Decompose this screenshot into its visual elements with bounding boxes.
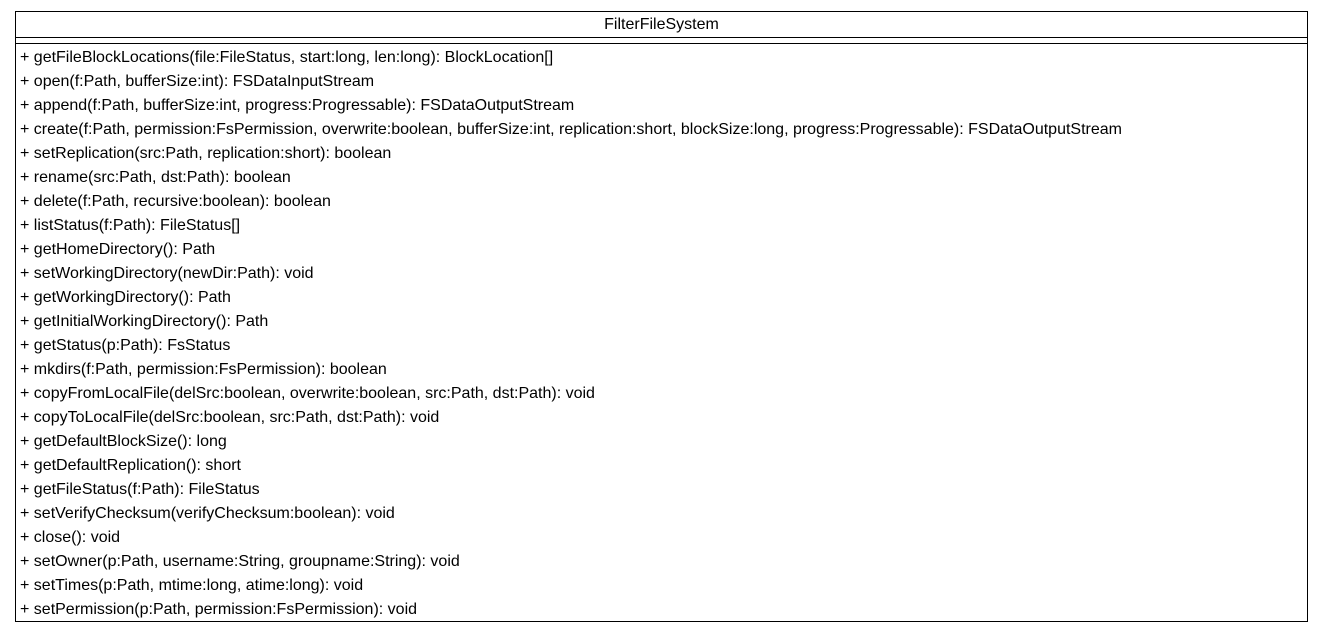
operation-row: + setOwner(p:Path, username:String, grou… <box>20 553 460 570</box>
operation-row: + getDefaultReplication(): short <box>20 457 241 474</box>
uml-class-box: FilterFileSystem + getFileBlockLocations… <box>15 11 1308 622</box>
operation-row: + listStatus(f:Path): FileStatus[] <box>20 217 241 234</box>
operation-row: + getHomeDirectory(): Path <box>20 241 216 258</box>
operation-row: + append(f:Path, bufferSize:int, progres… <box>20 97 575 114</box>
operation-row: + getFileStatus(f:Path): FileStatus <box>20 481 260 498</box>
operation-row: + rename(src:Path, dst:Path): boolean <box>20 169 291 186</box>
operation-row: + close(): void <box>20 529 121 546</box>
attributes-compartment <box>16 38 1307 44</box>
operation-row: + setWorkingDirectory(newDir:Path): void <box>20 265 314 282</box>
operation-row: + setVerifyChecksum(verifyChecksum:boole… <box>20 505 395 522</box>
operation-row: + copyToLocalFile(delSrc:boolean, src:Pa… <box>20 409 440 426</box>
operation-row: + getStatus(p:Path): FsStatus <box>20 337 231 354</box>
operation-row: + getWorkingDirectory(): Path <box>20 289 231 306</box>
operations-compartment: + getFileBlockLocations(file:FileStatus,… <box>16 44 1307 622</box>
operation-row: + create(f:Path, permission:FsPermission… <box>20 121 1122 138</box>
operation-row: + setPermission(p:Path, permission:FsPer… <box>20 601 418 618</box>
operation-row: + setReplication(src:Path, replication:s… <box>20 145 392 162</box>
operation-row: + delete(f:Path, recursive:boolean): boo… <box>20 193 331 210</box>
operation-row: + open(f:Path, bufferSize:int): FSDataIn… <box>20 73 375 90</box>
operation-row: + getDefaultBlockSize(): long <box>20 433 227 450</box>
class-name: FilterFileSystem <box>16 12 1307 38</box>
operation-row: + getFileBlockLocations(file:FileStatus,… <box>20 49 554 66</box>
operation-row: + getInitialWorkingDirectory(): Path <box>20 313 269 330</box>
operation-row: + copyFromLocalFile(delSrc:boolean, over… <box>20 385 595 402</box>
operation-row: + mkdirs(f:Path, permission:FsPermission… <box>20 361 387 378</box>
operation-row: + setTimes(p:Path, mtime:long, atime:lon… <box>20 577 364 594</box>
